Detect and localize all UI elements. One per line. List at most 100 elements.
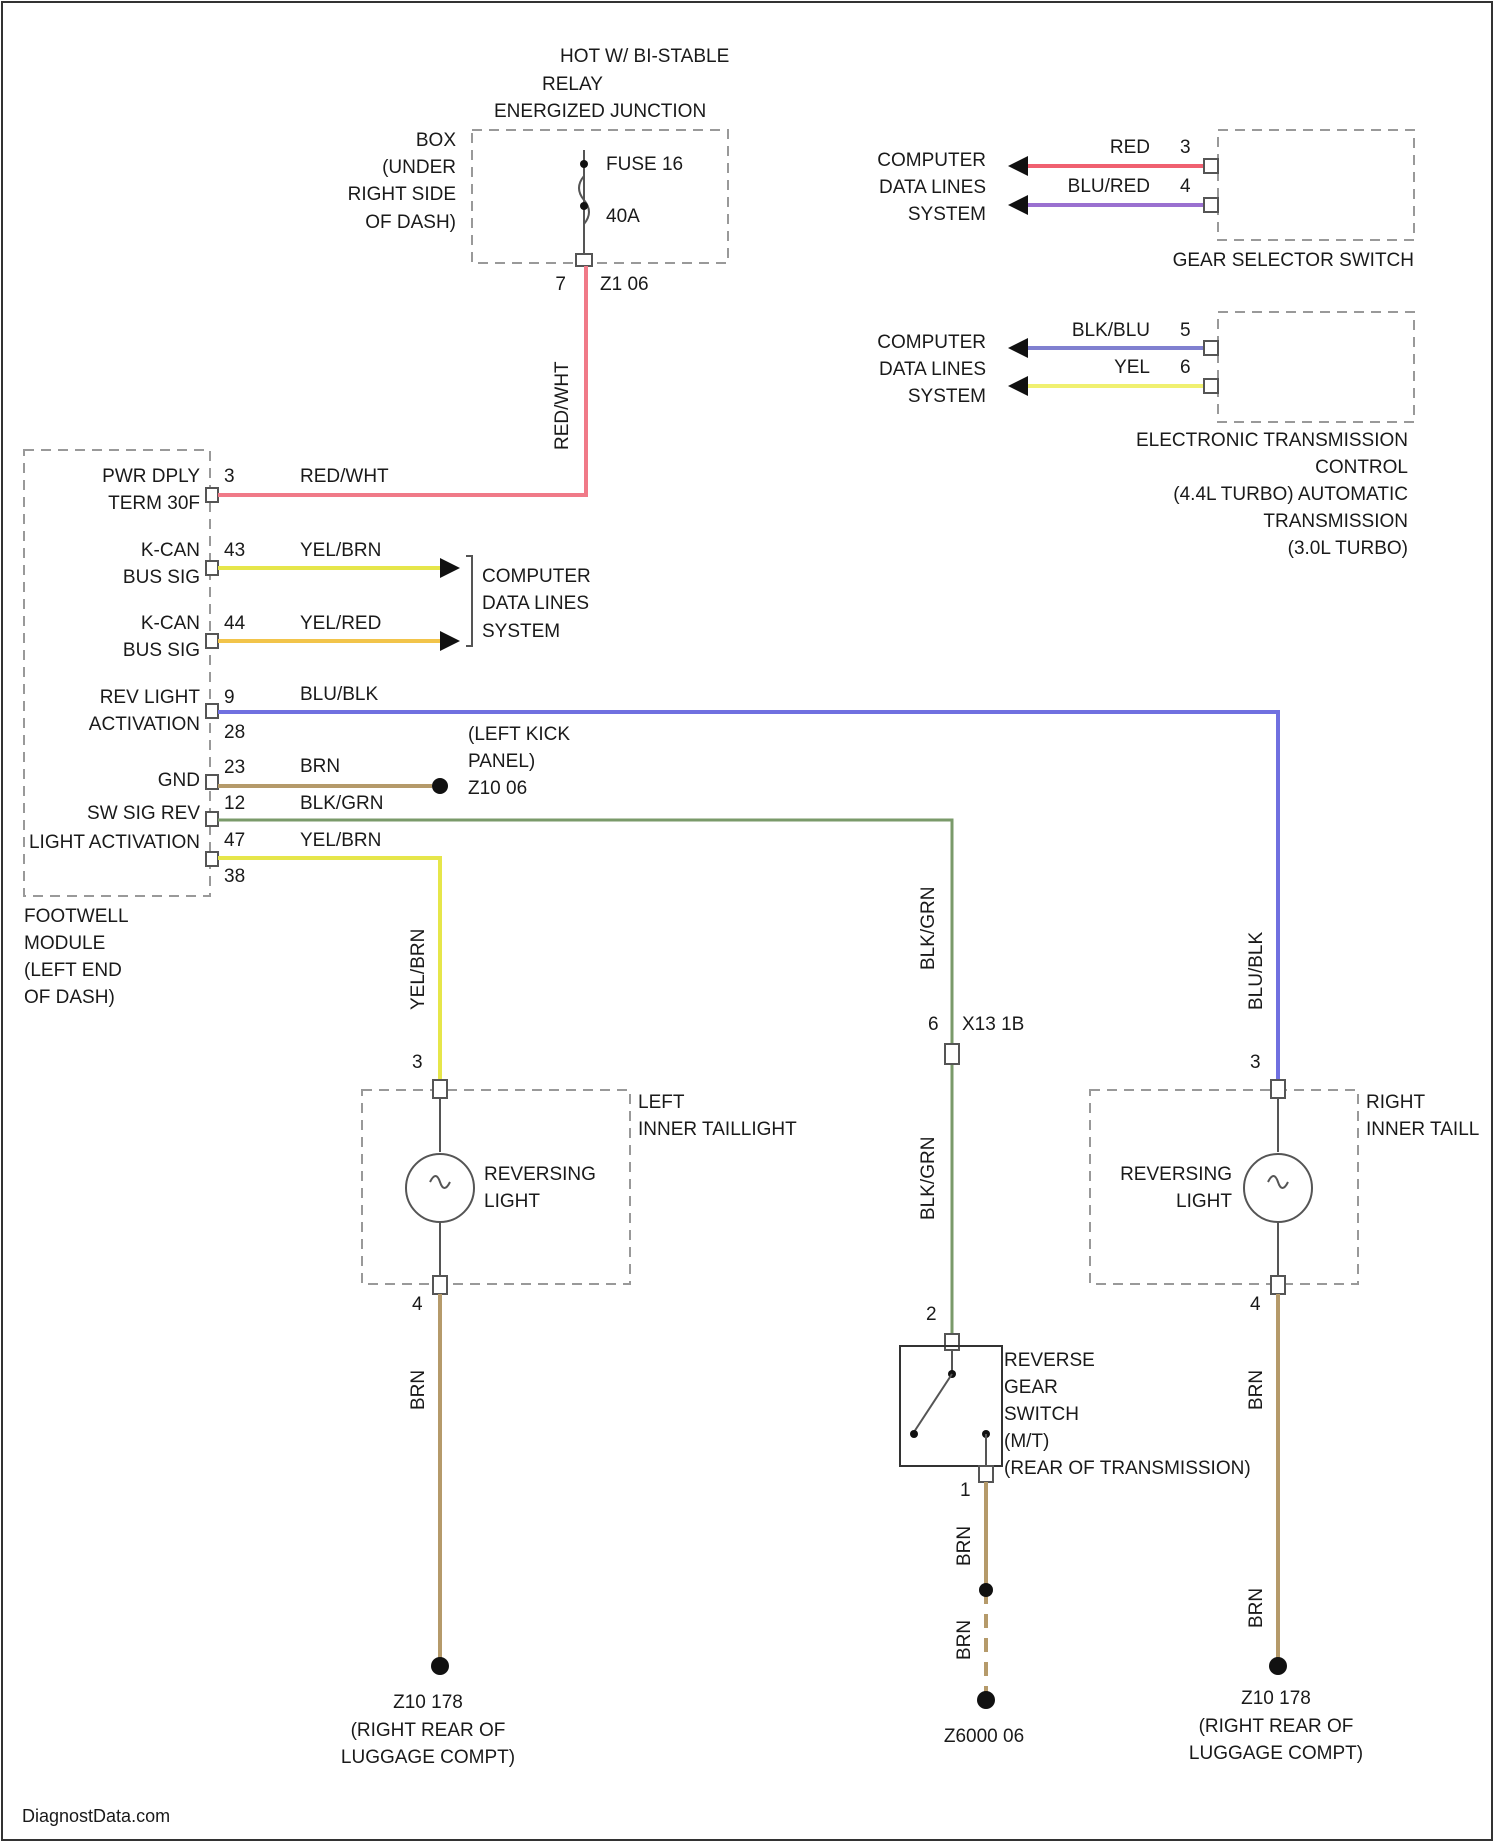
rev-switch-name-1: REVERSE	[1004, 1350, 1095, 1371]
wire-blu-blk: BLU/BLK BLU/BLK	[218, 684, 1278, 1088]
rev-switch-name-4: (M/T)	[1004, 1431, 1049, 1452]
gear-cdl-2: DATA LINES	[879, 177, 986, 198]
pin-label-pwr-2: TERM 30F	[108, 493, 200, 514]
gear-selector-outline	[1218, 130, 1414, 240]
pin-label-kcan2-2: BUS SIG	[123, 640, 200, 661]
gear-pin-4: 4	[1180, 176, 1191, 197]
wire-path	[218, 820, 952, 1048]
pin-num-47: 47	[224, 830, 245, 851]
pin-label-rev-1: REV LIGHT	[100, 687, 201, 708]
wire-blk-grn: BLK/GRN BLK/GRN BLK/GRN	[218, 793, 952, 1348]
pin-label-swsig: SW SIG REV	[87, 803, 200, 824]
gear-wire-red: RED	[1110, 137, 1150, 158]
pin-label-kcan1-2: BUS SIG	[123, 567, 200, 588]
x13-id: X13 1B	[962, 1014, 1024, 1035]
electronic-transmission-control: BLK/BLU 5 YEL 6 COMPUTER DATA LINES SYST…	[877, 312, 1414, 559]
pin-label-rev-2: ACTIVATION	[89, 714, 200, 735]
fusebox-connector: Z1 06	[600, 274, 649, 295]
fusebox-location-3: RIGHT SIDE	[348, 184, 456, 205]
left-tail-name-2: INNER TAILLIGHT	[638, 1119, 797, 1140]
wire-label-brn-right-1: BRN	[1246, 1370, 1267, 1410]
pin-num-23: 23	[224, 757, 245, 778]
cdl-footwell-2: DATA LINES	[482, 593, 589, 614]
fusebox-location-2: (UNDER	[382, 157, 456, 178]
ground-kick-id: Z10 06	[468, 778, 527, 799]
bulb-icon	[1244, 1154, 1312, 1222]
wire-label-blk-grn-h: BLK/GRN	[300, 793, 383, 814]
wire-label-yel-brn-h: YEL/BRN	[300, 830, 381, 851]
left-tail-bulb-2: LIGHT	[484, 1191, 540, 1212]
gear-pin-3: 3	[1180, 137, 1191, 158]
wire-yel-red-cdl: YEL/RED	[218, 613, 460, 651]
wire-label-yel-brn: YEL/BRN	[300, 540, 381, 561]
arrow-icon	[440, 631, 460, 651]
watermark: DiagnostData.com	[22, 1806, 170, 1826]
wire-label-red-wht-v: RED/WHT	[552, 361, 573, 450]
wire-brn-center: BRN BRN Z6000 06	[944, 1482, 1024, 1747]
wire-brn-gnd: BRN (LEFT KICK PANEL) Z10 06	[218, 724, 570, 799]
arrow-icon	[1008, 195, 1028, 215]
wire-label-brn-gnd: BRN	[300, 756, 340, 777]
etc-cdl-3: SYSTEM	[908, 386, 986, 407]
rev-switch-pin-bottom: 1	[960, 1480, 971, 1501]
fuse-rating: 40A	[606, 206, 640, 227]
cdl-footwell-1: COMPUTER	[482, 566, 591, 587]
footwell-name-2: MODULE	[24, 933, 105, 954]
left-tail-pin-top: 3	[412, 1052, 423, 1073]
wire-path	[218, 266, 586, 495]
wire-label-red-wht-h: RED/WHT	[300, 466, 389, 487]
fusebox-title-1: HOT W/ BI-STABLE	[560, 46, 729, 67]
pin-num-3: 3	[224, 466, 235, 487]
right-tail-bulb-1: REVERSING	[1120, 1164, 1232, 1185]
wire-red-wht: RED/WHT RED/WHT	[218, 266, 586, 495]
pin-label-pwr-1: PWR DPLY	[102, 466, 200, 487]
fusebox-location-4: OF DASH)	[365, 212, 456, 233]
wire-label-blk-grn-v2: BLK/GRN	[918, 1137, 939, 1220]
left-tail-bulb-1: REVERSING	[484, 1164, 596, 1185]
wire-label-blu-blk-h: BLU/BLK	[300, 684, 378, 705]
wire-yel-brn-cdl: YEL/BRN	[218, 540, 460, 578]
gear-selector-switch: RED 3 BLU/RED 4 COMPUTER DATA LINES SYST…	[877, 130, 1414, 271]
ground-left-label-1: (RIGHT REAR OF	[351, 1720, 506, 1741]
etc-wire-yel: YEL	[1114, 357, 1150, 378]
ground-dot-icon	[432, 778, 448, 794]
ground-dot-icon	[1269, 1657, 1287, 1675]
wire-label-brn-center-2: BRN	[954, 1620, 975, 1660]
wire-path	[218, 858, 440, 1088]
footwell-outline	[24, 450, 210, 896]
fusebox-location-1: BOX	[416, 130, 456, 151]
etc-wire-blkblu: BLK/BLU	[1072, 320, 1150, 341]
wire-label-blk-grn-v1: BLK/GRN	[918, 887, 939, 970]
splice-dot-icon	[979, 1583, 993, 1597]
etc-cdl-1: COMPUTER	[877, 332, 986, 353]
wire-label-brn-right-2: BRN	[1246, 1588, 1267, 1628]
pin-label-gnd: GND	[158, 770, 200, 791]
pin-label-kcan1-1: K-CAN	[141, 540, 200, 561]
rev-switch-name-3: SWITCH	[1004, 1404, 1079, 1425]
gear-cdl-1: COMPUTER	[877, 150, 986, 171]
fuse-box: HOT W/ BI-STABLE RELAY ENERGIZED JUNCTIO…	[348, 46, 730, 295]
footwell-name-3: (LEFT END	[24, 960, 122, 981]
pin-num-28: 28	[224, 722, 245, 743]
ground-kick-label-2: PANEL)	[468, 751, 535, 772]
wire-brn-left: BRN Z10 178 (RIGHT REAR OF LUGGAGE COMPT…	[341, 1294, 515, 1768]
wire-yel-brn-tail: YEL/BRN YEL/BRN	[218, 830, 440, 1088]
ground-right-label-2: LUGGAGE COMPT)	[1189, 1743, 1363, 1764]
arrow-icon	[1008, 338, 1028, 358]
fusebox-title-3: ENERGIZED JUNCTION	[494, 101, 706, 122]
wire-label-yel-brn-v: YEL/BRN	[408, 929, 429, 1010]
right-inner-taillight: 3 4 REVERSING LIGHT RIGHT INNER TAILL	[1090, 1052, 1479, 1315]
wire-brn-right: BRN BRN Z10 178 (RIGHT REAR OF LUGGAGE C…	[1189, 1294, 1363, 1764]
ground-kick-label-1: (LEFT KICK	[468, 724, 570, 745]
rev-switch-name-5: (REAR OF TRANSMISSION)	[1004, 1458, 1251, 1479]
left-tail-name-1: LEFT	[638, 1092, 685, 1113]
pin-num-12: 12	[224, 793, 245, 814]
right-tail-bulb-2: LIGHT	[1176, 1191, 1232, 1212]
ground-right-id: Z10 178	[1241, 1688, 1311, 1709]
footwell-name-1: FOOTWELL	[24, 906, 129, 927]
right-tail-name-2: INNER TAILL	[1366, 1119, 1479, 1140]
left-inner-taillight: 3 4 REVERSING LIGHT LEFT INNER TAILLIGHT	[362, 1052, 797, 1315]
connector-x13: 6 X13 1B	[928, 1014, 1024, 1064]
